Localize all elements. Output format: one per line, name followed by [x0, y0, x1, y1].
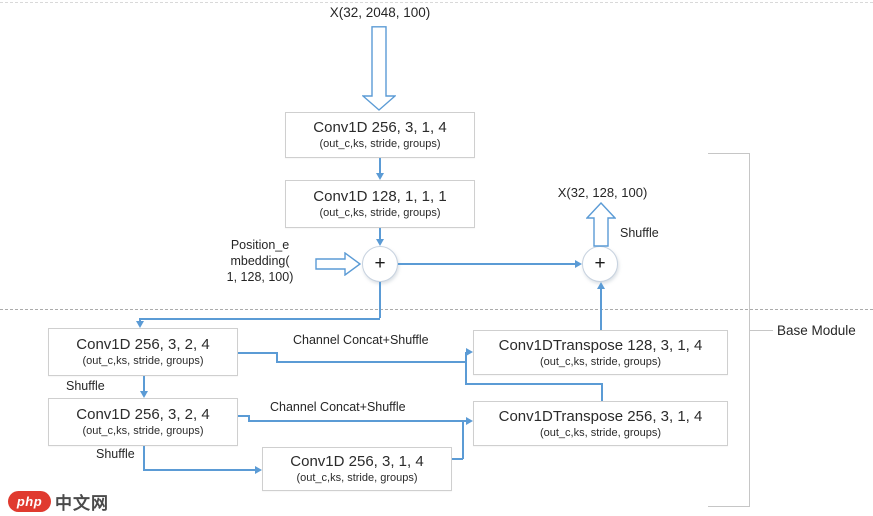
- top-dashed-line: [0, 2, 873, 3]
- node-title: Conv1D 256, 3, 1, 4: [313, 119, 447, 136]
- connector: [379, 228, 381, 239]
- node-title: Conv1DTranspose 128, 3, 1, 4: [498, 336, 703, 354]
- connector: [276, 352, 278, 362]
- arrowhead-down: [140, 391, 148, 398]
- node-conv1d-256-3-1-4-bottom: Conv1D 256, 3, 1, 4 (out_c,ks, stride, g…: [262, 447, 452, 491]
- arrowhead-down: [136, 321, 144, 328]
- connector: [143, 376, 145, 392]
- arrowhead-right: [466, 417, 473, 425]
- shuffle-up-arrow-icon: [585, 201, 617, 252]
- input-block-arrow-icon: [361, 26, 397, 116]
- php-logo-icon: php: [8, 491, 51, 512]
- plus-icon: +: [594, 253, 606, 274]
- arrowhead-down: [376, 239, 384, 246]
- arrowhead-up: [597, 282, 605, 289]
- arrowhead-down: [376, 173, 384, 180]
- node-conv1d-128-1-1-1: Conv1D 128, 1, 1, 1 (out_c,ks, stride, g…: [285, 180, 475, 228]
- add-circle-left: +: [362, 246, 398, 282]
- connector: [465, 383, 602, 385]
- channel-concat-label-top: Channel Concat+Shuffle: [293, 333, 429, 347]
- connector: [238, 415, 250, 417]
- channel-concat-label-bottom: Channel Concat+Shuffle: [270, 400, 406, 414]
- node-conv1d-256-3-2-4-first: Conv1D 256, 3, 2, 4 (out_c,ks, stride, g…: [48, 328, 238, 376]
- connector: [143, 469, 255, 471]
- connector: [139, 318, 141, 322]
- arrowhead-right: [575, 260, 582, 268]
- connector: [379, 282, 381, 318]
- connector: [452, 458, 463, 460]
- connector: [276, 361, 466, 363]
- connector: [379, 158, 381, 174]
- connector: [465, 352, 467, 384]
- node-conv1d-256-3-1-4-top: Conv1D 256, 3, 1, 4 (out_c,ks, stride, g…: [285, 112, 475, 158]
- node-subtitle: (out_c,ks, stride, groups): [319, 138, 441, 150]
- connector: [600, 288, 602, 330]
- node-title: Conv1D 256, 3, 1, 4: [290, 453, 424, 470]
- node-subtitle: (out_c,ks, stride, groups): [539, 426, 662, 439]
- connector: [139, 318, 380, 320]
- position-embedding-line1: Position_e: [230, 238, 290, 252]
- shuffle-output-label: Shuffle: [620, 226, 659, 240]
- module-dashed-line: [0, 309, 873, 310]
- connector: [238, 352, 278, 354]
- connector: [248, 415, 250, 421]
- connector: [601, 383, 603, 401]
- bracket-middle-tick: [749, 330, 773, 331]
- bracket-top-tick: [708, 153, 750, 154]
- node-conv1dtranspose-128-3-1-4: Conv1DTranspose 128, 3, 1, 4 (out_c,ks, …: [473, 330, 728, 375]
- node-subtitle: (out_c,ks, stride, groups): [82, 425, 204, 437]
- plus-icon: +: [374, 253, 386, 274]
- position-embedding-arrow-icon: [315, 251, 362, 281]
- input-shape-label: X(32, 2048, 100): [329, 5, 431, 20]
- node-conv1d-256-3-2-4-second: Conv1D 256, 3, 2, 4 (out_c,ks, stride, g…: [48, 398, 238, 446]
- arrowhead-right: [255, 466, 262, 474]
- position-embedding-line2: mbedding(: [230, 254, 290, 268]
- shuffle-label-1: Shuffle: [66, 379, 105, 393]
- node-title: Conv1D 256, 3, 2, 4: [76, 336, 210, 353]
- base-module-label: Base Module: [777, 323, 856, 338]
- connector: [143, 446, 145, 470]
- node-title: Conv1D 256, 3, 2, 4: [76, 406, 210, 423]
- shuffle-label-2: Shuffle: [96, 447, 135, 461]
- position-embedding-label: Position_e mbedding( 1, 128, 100): [205, 237, 315, 285]
- connector: [248, 420, 466, 422]
- node-subtitle: (out_c,ks, stride, groups): [539, 355, 662, 368]
- position-embedding-line3: 1, 128, 100): [226, 270, 294, 284]
- node-subtitle: (out_c,ks, stride, groups): [296, 472, 418, 484]
- watermark-site-text: 中文网: [55, 494, 109, 513]
- connector: [462, 420, 464, 459]
- output-shape-label: X(32, 128, 100): [557, 185, 648, 200]
- node-subtitle: (out_c,ks, stride, groups): [82, 355, 204, 367]
- node-title: Conv1DTranspose 256, 3, 1, 4: [498, 407, 703, 425]
- arrowhead-right: [466, 348, 473, 356]
- connector: [398, 263, 575, 265]
- watermark: php 中文网: [8, 489, 109, 514]
- node-conv1dtranspose-256-3-1-4: Conv1DTranspose 256, 3, 1, 4 (out_c,ks, …: [473, 401, 728, 446]
- node-subtitle: (out_c,ks, stride, groups): [319, 207, 441, 219]
- bracket-bottom-tick: [708, 506, 750, 507]
- node-title: Conv1D 128, 1, 1, 1: [313, 188, 447, 205]
